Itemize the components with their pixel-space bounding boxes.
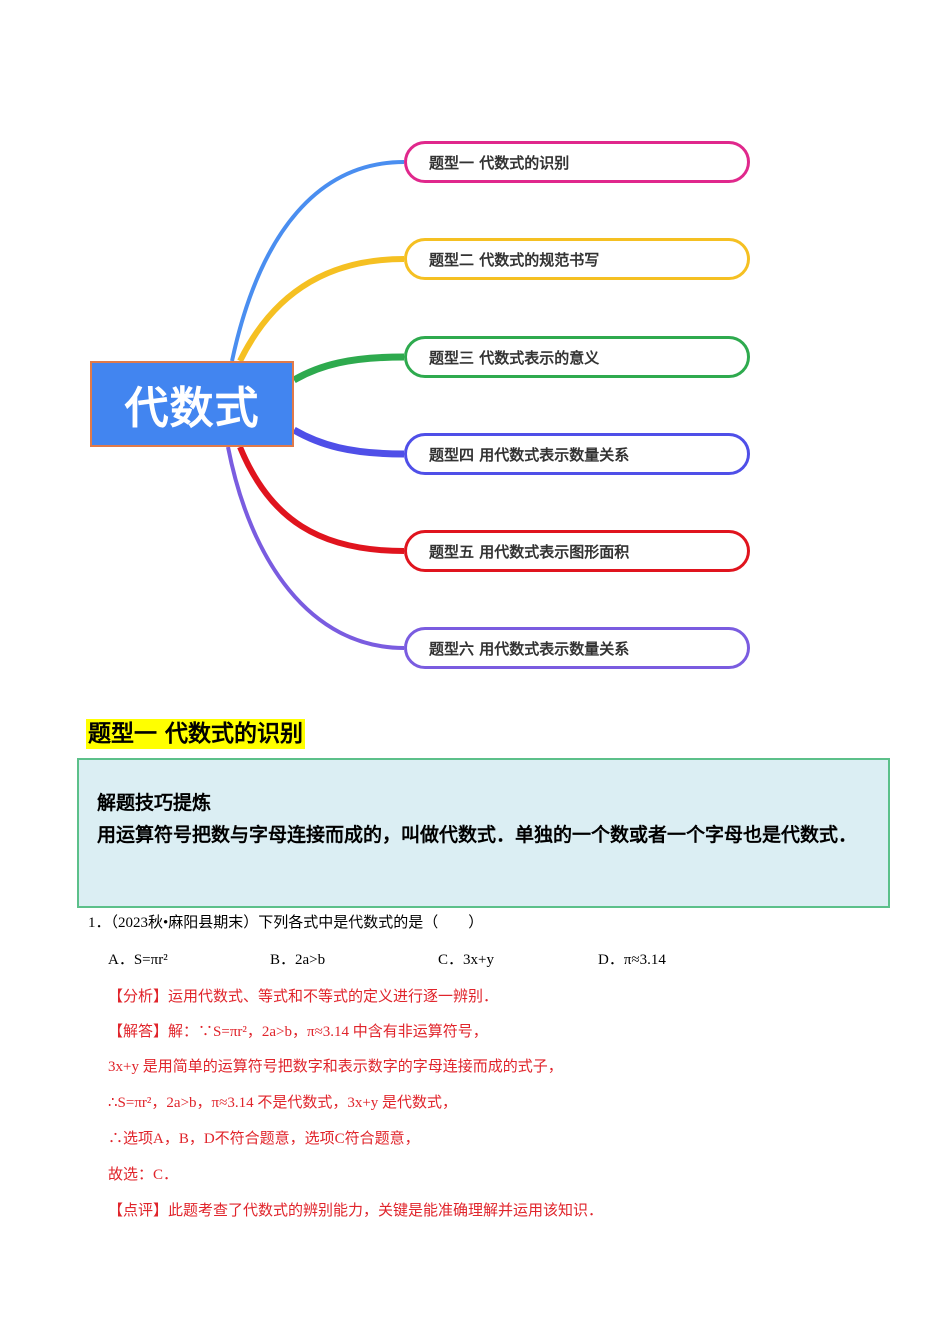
answer-options: A．S=πr² B．2a>b C．3x+y D．π≈3.14 [108, 948, 708, 970]
option-text: π≈3.14 [623, 952, 666, 968]
comment-tag: 【点评】 [108, 1203, 169, 1219]
analysis-tag: 【分析】 [108, 989, 169, 1005]
solution-line-5: 故选：C． [108, 1167, 179, 1183]
option-a: A．S=πr² [108, 948, 168, 969]
analysis-text: 运用代数式、等式和不等式的定义进行逐一辨别． [168, 989, 499, 1005]
node-label: 题型二 代数式的规范书写 [429, 250, 600, 269]
mind-map-node-6: 题型六 用代数式表示数量关系 [404, 627, 750, 669]
solution-line-1: 【解答】解：∵S=πr²，2a>b，π≈3.14 中含有非运算符号， [108, 1020, 488, 1041]
node-label: 题型一 代数式的识别 [429, 153, 570, 172]
question-stem: 1．（2023秋•麻阳县期末）下列各式中是代数式的是（ ） [88, 911, 483, 932]
node-label: 题型四 用代数式表示数量关系 [429, 445, 630, 464]
option-letter: A． [108, 952, 134, 968]
option-text: 3x+y [463, 952, 494, 968]
option-letter: B． [270, 952, 296, 968]
question-text: 下列各式中是代数式的是（ ） [258, 915, 484, 931]
option-letter: C． [438, 952, 464, 968]
root-label: 代数式 [124, 383, 260, 434]
option-letter: D． [598, 952, 624, 968]
solution-line-4: ∴选项A，B，D不符合题意，选项C符合题意， [108, 1131, 420, 1147]
option-text: 2a>b [295, 952, 326, 968]
mind-map-branches [226, 160, 405, 650]
question-source: （2023秋•麻阳县期末） [110, 915, 259, 931]
tip-body: 用运算符号把数与字母连接而成的，叫做代数式．单独的一个数或者一个字母也是代数式． [97, 824, 858, 846]
comment-line: 【点评】此题考查了代数式的辨别能力，关键是能准确理解并运用该知识． [108, 1199, 603, 1220]
option-c: C．3x+y [438, 948, 494, 969]
mind-map: 代数式 题型一 代数式的识别 题型二 代数式的规范书写 题型三 代数式表示的意义… [90, 141, 750, 669]
solution-tag: 【解答】 [108, 1024, 169, 1040]
option-text: S=πr² [133, 952, 168, 968]
question-number: 1． [88, 915, 111, 931]
solution-text: 解：∵S=πr²，2a>b，π≈3.14 中含有非运算符号， [168, 1024, 488, 1040]
mind-map-root: 代数式 [90, 361, 294, 447]
node-label: 题型三 代数式表示的意义 [429, 348, 600, 367]
node-label: 题型六 用代数式表示数量关系 [429, 639, 630, 658]
section-heading: 题型一 代数式的识别 [86, 719, 306, 749]
comment-text: 此题考查了代数式的辨别能力，关键是能准确理解并运用该知识． [168, 1203, 604, 1219]
node-label: 题型五 用代数式表示图形面积 [429, 542, 630, 561]
solution-line-3: ∴S=πr²，2a>b，π≈3.14 不是代数式，3x+y 是代数式， [108, 1095, 458, 1111]
tip-box: 解题技巧提炼 用运算符号把数与字母连接而成的，叫做代数式．单独的一个数或者一个字… [77, 758, 890, 908]
mind-map-node-4: 题型四 用代数式表示数量关系 [404, 433, 750, 475]
option-d: D．π≈3.14 [598, 948, 666, 969]
option-b: B．2a>b [270, 948, 325, 969]
analysis-line: 【分析】运用代数式、等式和不等式的定义进行逐一辨别． [108, 985, 498, 1006]
solution-line-2: 3x+y 是用简单的运算符号把数字和表示数字的字母连接而成的式子， [108, 1059, 563, 1075]
mind-map-node-3: 题型三 代数式表示的意义 [404, 336, 750, 378]
mind-map-node-2: 题型二 代数式的规范书写 [404, 238, 750, 280]
tip-title: 解题技巧提炼 [97, 792, 212, 814]
mind-map-node-5: 题型五 用代数式表示图形面积 [404, 530, 750, 572]
mind-map-node-1: 题型一 代数式的识别 [404, 141, 750, 183]
